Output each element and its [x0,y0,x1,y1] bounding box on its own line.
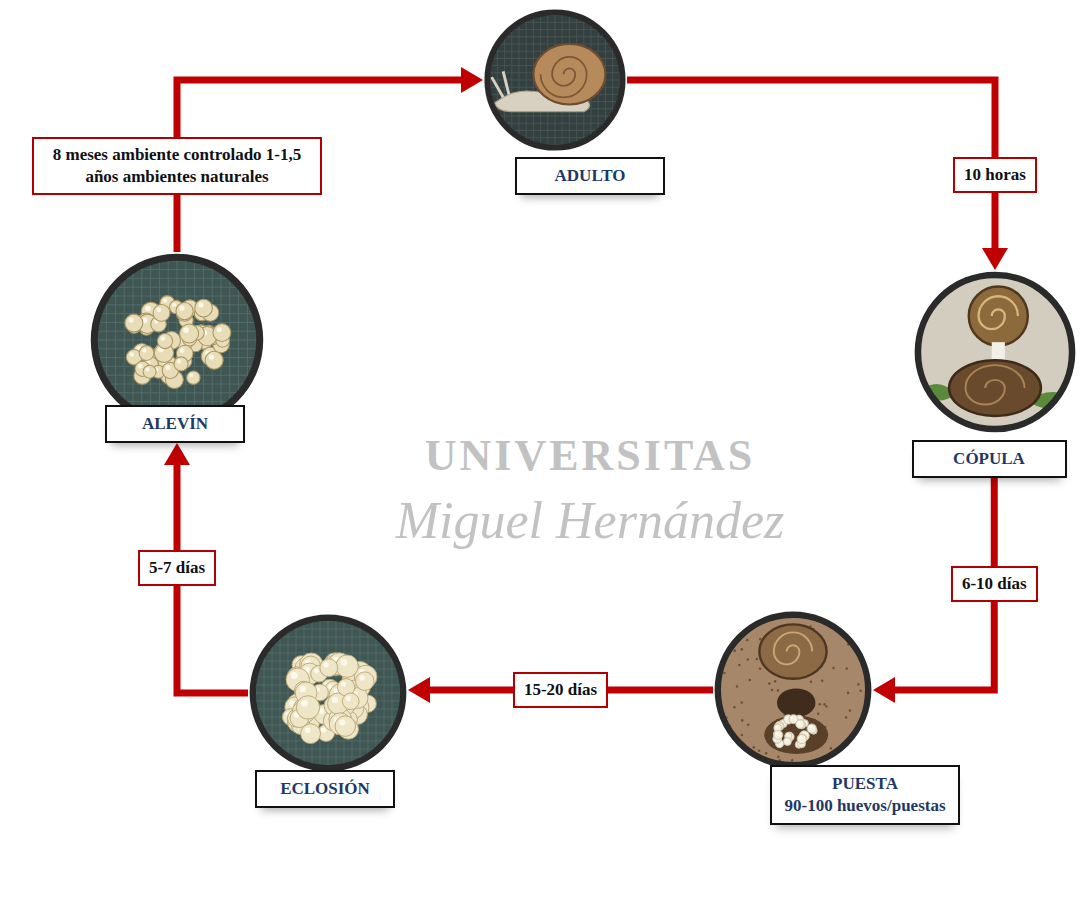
photo-circle-node: CÓPULA [913,270,1077,434]
stage-label-box: ADULTO [515,157,665,195]
duration-label: 15-20 días [513,672,608,708]
duration-label: 8 meses ambiente controlado 1-1,5 años a… [32,137,322,195]
arrow-head [408,677,430,703]
stage-name: CÓPULA [924,448,1055,470]
photo-circle-node: ALEVÍN [89,252,265,428]
arrow-head [164,443,190,465]
stage-label-box: CÓPULA [912,440,1067,478]
photo-illustration [248,613,408,773]
photo-circle-node: PUESTA90-100 huevos/puestas [713,610,873,770]
photo-circle-node: ECLOSIÓN [248,613,408,773]
duration-label: 10 horas [953,157,1037,193]
stage-label-box: ECLOSIÓN [255,770,395,808]
arrow-line [627,80,995,250]
arrow-head [461,67,483,93]
photo-illustration [483,8,627,152]
photo-illustration [713,610,873,770]
stage-name: ADULTO [527,165,653,187]
photo-illustration [913,270,1077,434]
photo-circle-node: ADULTO [483,8,627,152]
stage-label-box: ALEVÍN [105,405,245,443]
stage-label-box: PUESTA90-100 huevos/puestas [770,765,960,825]
stage-note: 90-100 huevos/puestas [782,795,948,817]
stage-name: ALEVÍN [117,413,233,435]
watermark-text: Miguel Hernández [396,491,784,550]
duration-label: 6-10 días [951,566,1038,602]
stage-name: ECLOSIÓN [267,778,383,800]
duration-label: 5-7 días [138,550,216,586]
watermark-text: UNIVERSITAS [425,430,756,481]
stage-name: PUESTA [782,773,948,795]
photo-illustration [89,252,265,428]
arrow-head [982,248,1008,270]
arrow-head [873,677,895,703]
cycle-arrow [627,80,1008,270]
